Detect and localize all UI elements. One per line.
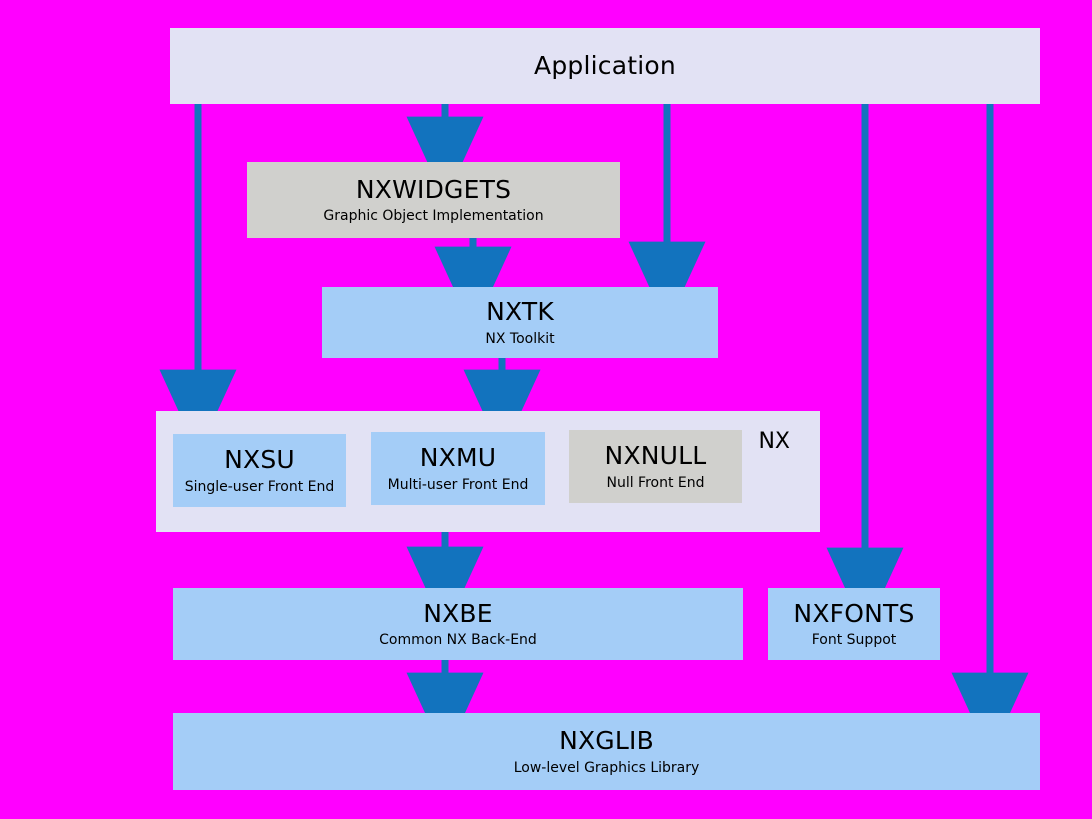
node-nxfonts-title: NXFONTS [793, 598, 915, 628]
node-nxtk-title: NXTK [486, 297, 554, 327]
node-nxwidgets[interactable]: NXWIDGETS Graphic Object Implementation [247, 162, 620, 238]
node-nxwidgets-title: NXWIDGETS [355, 174, 512, 204]
node-nx-group[interactable]: NX NXSU Single-user Front End NXMU Multi… [156, 411, 820, 532]
node-application[interactable]: Application [170, 28, 1040, 104]
node-application-title: Application [534, 50, 676, 80]
node-nxmu[interactable]: NXMU Multi-user Front End [371, 432, 545, 505]
node-nxwidgets-subtitle: Graphic Object Implementation [323, 208, 544, 225]
node-nxglib[interactable]: NXGLIB Low-level Graphics Library [173, 713, 1040, 790]
node-nxsu[interactable]: NXSU Single-user Front End [173, 434, 346, 507]
node-nxnull[interactable]: NXNULL Null Front End [569, 430, 742, 503]
node-nxbe-title: NXBE [423, 598, 493, 628]
node-nxsu-title: NXSU [224, 445, 295, 475]
node-nxmu-title: NXMU [419, 443, 497, 473]
node-nxnull-subtitle: Null Front End [606, 474, 705, 491]
node-nxbe-subtitle: Common NX Back-End [379, 632, 537, 649]
node-nxmu-subtitle: Multi-user Front End [387, 476, 529, 493]
node-nx-group-label: NX [758, 429, 790, 454]
node-nxglib-title: NXGLIB [559, 726, 654, 756]
node-nxnull-title: NXNULL [604, 441, 707, 471]
node-nxfonts[interactable]: NXFONTS Font Suppot [768, 588, 940, 660]
node-nxsu-subtitle: Single-user Front End [184, 478, 335, 495]
node-nxbe[interactable]: NXBE Common NX Back-End [173, 588, 743, 660]
node-nxglib-subtitle: Low-level Graphics Library [513, 759, 700, 776]
node-nxtk[interactable]: NXTK NX Toolkit [322, 287, 718, 358]
node-nxtk-subtitle: NX Toolkit [485, 330, 555, 347]
node-nxfonts-subtitle: Font Suppot [811, 632, 897, 649]
